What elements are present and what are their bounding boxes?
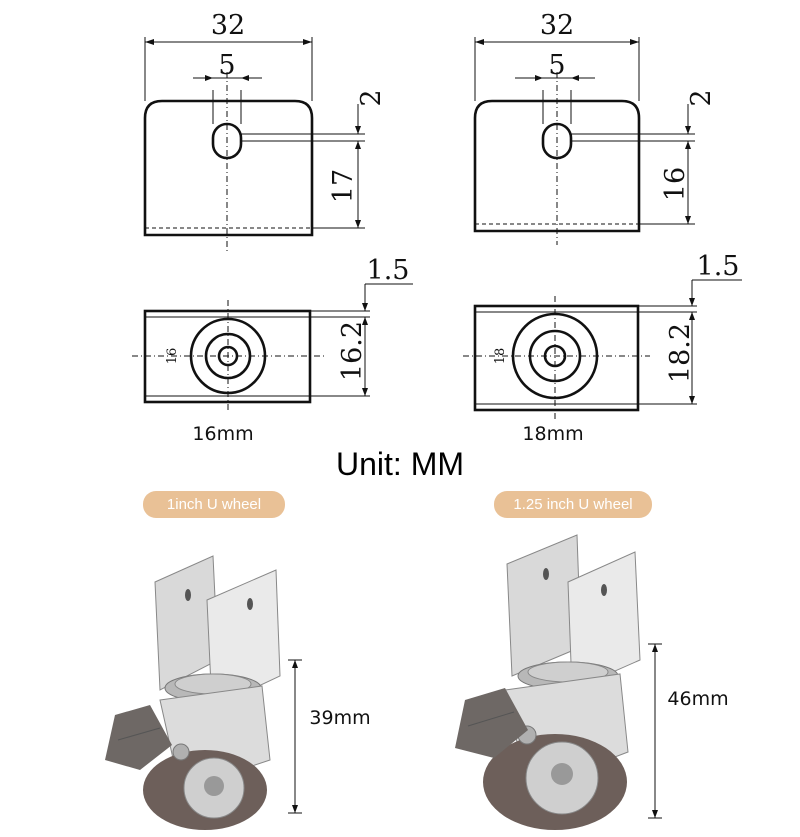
bracket-plan-view-right [463,279,742,420]
bracket-plan-view-left [132,283,413,412]
caption-left: 16mm [192,423,253,445]
inner-dim-left: 16 [165,348,180,365]
bracket-front-view-left [143,37,365,252]
height-dim-46 [648,643,662,819]
edge-dim-right: 2 [686,89,717,106]
caster-photo-1inch [105,555,281,830]
width-dim-right: 32 [540,10,574,41]
slot-dim-right: 5 [548,50,565,81]
caster-photo-1-25inch [455,534,641,830]
badge-1-25inch-wheel: 1.25 inch U wheel [494,491,652,518]
inner-dim-right: 18 [493,348,508,365]
edge-dim-left: 2 [356,89,387,106]
badge-1inch-wheel: 1inch U wheel [143,491,285,518]
height-dim-39 [288,659,302,814]
slot-dim-left: 5 [218,50,235,81]
height-label-1-25inch: 46mm [667,688,728,710]
height-dim-right: 16 [660,167,691,201]
caption-right: 18mm [522,423,583,445]
height-dim-left: 17 [328,169,359,203]
bracket-front-view-right [473,37,695,245]
depth-dim-left: 16.2 [337,321,368,381]
thickness-dim-left: 1.5 [367,255,410,286]
unit-title: Unit: MM [336,446,464,482]
height-label-1inch: 39mm [309,707,370,729]
thickness-dim-right: 1.5 [697,251,740,282]
depth-dim-right: 18.2 [665,323,696,383]
width-dim-left: 32 [211,10,245,41]
